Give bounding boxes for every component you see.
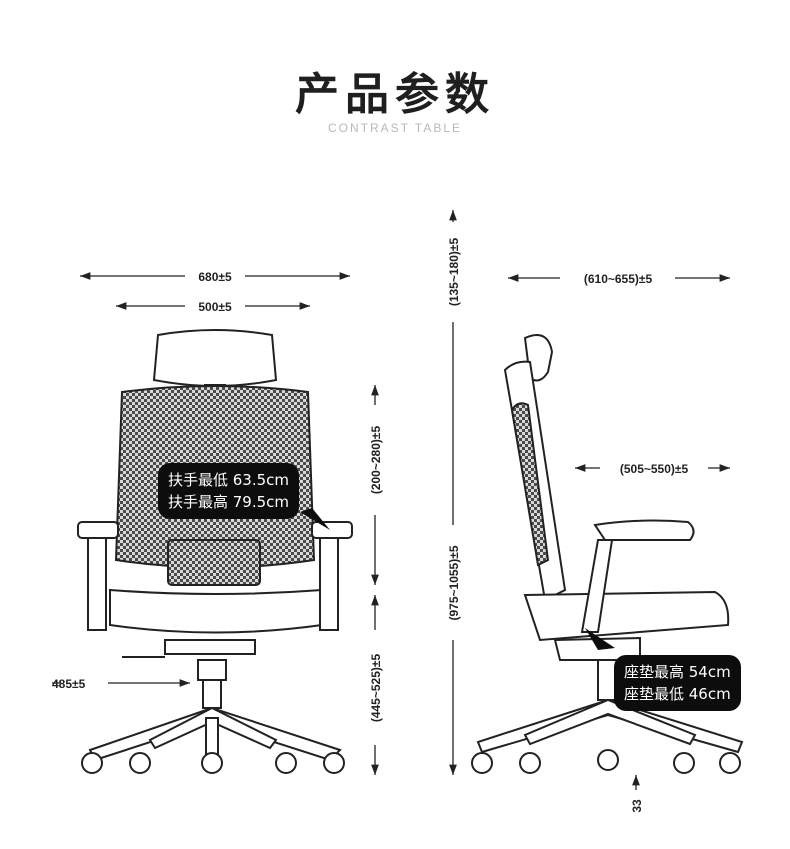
armrest-height-callout: 扶手最低 63.5cm 扶手最高 79.5cm (158, 463, 300, 519)
front-view-chair (77, 329, 353, 774)
page-title: 产品参数 (295, 69, 495, 120)
side-dimension-lines (508, 274, 730, 790)
dim-side-total-depth: (610~655)±5 (584, 272, 653, 286)
page-subtitle: CONTRAST TABLE (327, 121, 463, 135)
seat-min-label: 座垫最低 46cm (624, 685, 731, 703)
dim-front-base-radius: 485±5 (52, 677, 86, 691)
dim-front-seat-width: 500±5 (198, 300, 232, 314)
dim-side-seat-depth: (505~550)±5 (620, 462, 689, 476)
dim-center-total-height: (975~1055)±5 (447, 545, 461, 620)
seat-max-label: 座垫最高 54cm (624, 663, 731, 681)
dim-side-wheel-height: 33 (630, 799, 644, 813)
front-dimension-lines (52, 272, 379, 775)
seat-callout-pointer (585, 628, 615, 650)
armrest-callout-pointer (300, 508, 330, 530)
side-view-chair (471, 334, 744, 774)
dim-front-armrest-range: (200~280)±5 (369, 426, 383, 495)
seat-height-callout: 座垫最高 54cm 座垫最低 46cm (614, 655, 741, 711)
armrest-min-label: 扶手最低 63.5cm (168, 471, 290, 489)
dim-center-headrest-range: (135~180)±5 (447, 238, 461, 307)
dim-front-total-width: 680±5 (198, 270, 232, 284)
dim-front-seat-height-range: (445~525)±5 (369, 654, 383, 723)
armrest-max-label: 扶手最高 79.5cm (168, 493, 290, 511)
